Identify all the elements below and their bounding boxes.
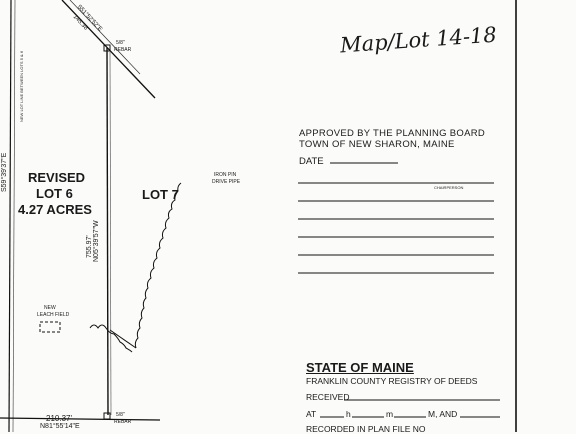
minute-label: m: [386, 409, 394, 419]
diagonal-road-line-b: [69, 0, 141, 75]
bottom-distance: 210.37': [46, 414, 72, 423]
hour-label: h: [346, 409, 351, 419]
diagonal-road-line: [61, 0, 156, 99]
rebar-marker-top: [103, 44, 111, 52]
rebar-bottom-size: 5/8": [116, 412, 125, 418]
lot-line-vertical: [106, 47, 109, 416]
bottom-bearing: N81°55'14"E: [40, 423, 80, 430]
chairperson-label: CHAIRPERSON: [434, 185, 464, 190]
rebar-top-label: REBAR: [114, 47, 132, 53]
rebar-top-size: 5/8": [116, 40, 125, 46]
m-and-label: M, AND: [428, 409, 458, 419]
rebar-bottom-label: REBAR: [114, 419, 132, 425]
new-leach-label-1: NEW: [44, 305, 56, 311]
left-bearing: S59°39'37"E: [1, 152, 8, 192]
rebar-marker-bottom: [103, 412, 111, 420]
iron-pin-label: IRON PIN: [214, 172, 237, 178]
left-boundary-line: [8, 0, 12, 432]
lot6-label: LOT 6: [36, 186, 73, 201]
bottom-lot-line: [0, 417, 161, 421]
new-lot-line-note: NEW LOT LINE BETWEEN LOTS 5 & 6: [19, 50, 24, 122]
mid-bearing: N05°39'57"W: [93, 220, 100, 262]
received-label: RECEIVED: [306, 392, 350, 402]
approval-heading-1: APPROVED BY THE PLANNING BOARD: [299, 128, 486, 139]
scalloped-driveway-line: [89, 182, 182, 353]
lot7-label: LOT 7: [142, 187, 179, 202]
connector-line: [109, 329, 137, 349]
lot6-revised: REVISED: [28, 170, 86, 185]
mid-distance: 755.97': [86, 235, 93, 258]
lot-line-vertical-inner: [109, 51, 112, 416]
drive-pipe-label: DRIVE PIPE: [212, 179, 241, 185]
approval-heading-2: TOWN OF NEW SHARON, MAINE: [299, 139, 455, 150]
recorded-label: RECORDED IN PLAN FILE NO: [306, 424, 426, 434]
lot6-acres: 4.27 ACRES: [18, 202, 92, 217]
left-boundary-line-inner: [12, 0, 16, 432]
at-label: AT: [306, 409, 317, 419]
date-label: DATE: [299, 156, 324, 167]
leach-field-box: [39, 321, 61, 333]
registry-label: FRANKLIN COUNTY REGISTRY OF DEEDS: [306, 376, 478, 386]
state-title: STATE OF MAINE: [306, 360, 414, 375]
new-leach-label-2: LEACH FIELD: [37, 312, 70, 318]
